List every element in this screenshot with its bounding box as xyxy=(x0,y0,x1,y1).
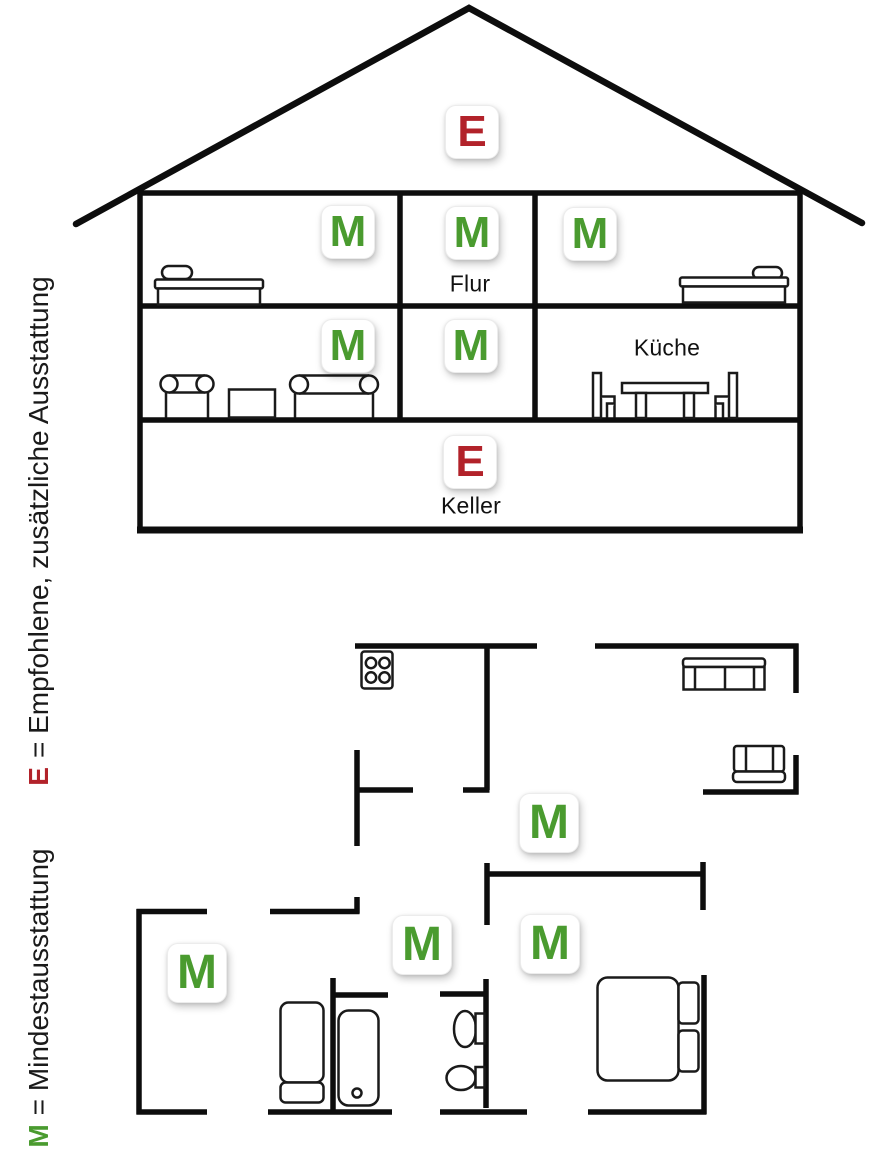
marker-plan-bathroom: M xyxy=(392,915,452,975)
armchair-icon xyxy=(731,744,787,784)
marker-basement-recommended: E xyxy=(443,435,497,489)
armchair-icon xyxy=(159,374,215,418)
floor-plan-walls xyxy=(136,643,799,1115)
marker-upper-right-bedroom: M xyxy=(563,207,617,261)
sink-icon xyxy=(452,1009,486,1049)
marker-plan-bedroom: M xyxy=(520,914,580,974)
kitchen-table-icon xyxy=(620,381,710,420)
cross-section-furniture xyxy=(153,264,790,420)
marker-plan-hallway: M xyxy=(519,793,579,853)
marker-plan-left-room: M xyxy=(167,943,227,1003)
sofa-icon xyxy=(288,374,380,418)
house-cross-section xyxy=(72,4,866,534)
roof-outline xyxy=(72,4,866,228)
bed-icon xyxy=(153,264,265,306)
marker-upper-hallway: M xyxy=(445,206,499,260)
room-label-flur: Flur xyxy=(449,270,491,297)
sofa-icon xyxy=(681,657,767,691)
marker-upper-left-bedroom: M xyxy=(321,205,375,259)
marker-living-room: M xyxy=(321,319,375,373)
floor-plan-furniture xyxy=(279,650,787,1107)
marker-attic-recommended: E xyxy=(445,105,499,159)
double-bed-icon xyxy=(596,976,700,1082)
legend-minimum-symbol: M xyxy=(23,1124,54,1148)
marker-ground-hallway: M xyxy=(444,319,498,373)
legend-minimum-text: = Mindestausstattung xyxy=(23,848,54,1116)
bed-icon xyxy=(279,1001,325,1104)
legend-recommended-text: = Empfohlene, zusätzliche Ausstattung xyxy=(23,276,54,759)
legend-recommended: E = Empfohlene, zusätzliche Ausstattung xyxy=(23,276,55,785)
legend-minimum: M = Mindestausstattung xyxy=(23,848,55,1147)
stove-icon xyxy=(360,650,394,690)
bathtub-icon xyxy=(337,1009,380,1107)
chair-icon xyxy=(714,371,739,420)
legend-recommended-symbol: E xyxy=(23,767,54,786)
table-icon xyxy=(227,388,277,419)
room-label-kueche: Küche xyxy=(633,334,701,361)
room-label-keller: Keller xyxy=(440,492,502,519)
chair-icon xyxy=(591,371,616,420)
bed-icon xyxy=(678,265,790,304)
toilet-icon xyxy=(445,1064,486,1092)
